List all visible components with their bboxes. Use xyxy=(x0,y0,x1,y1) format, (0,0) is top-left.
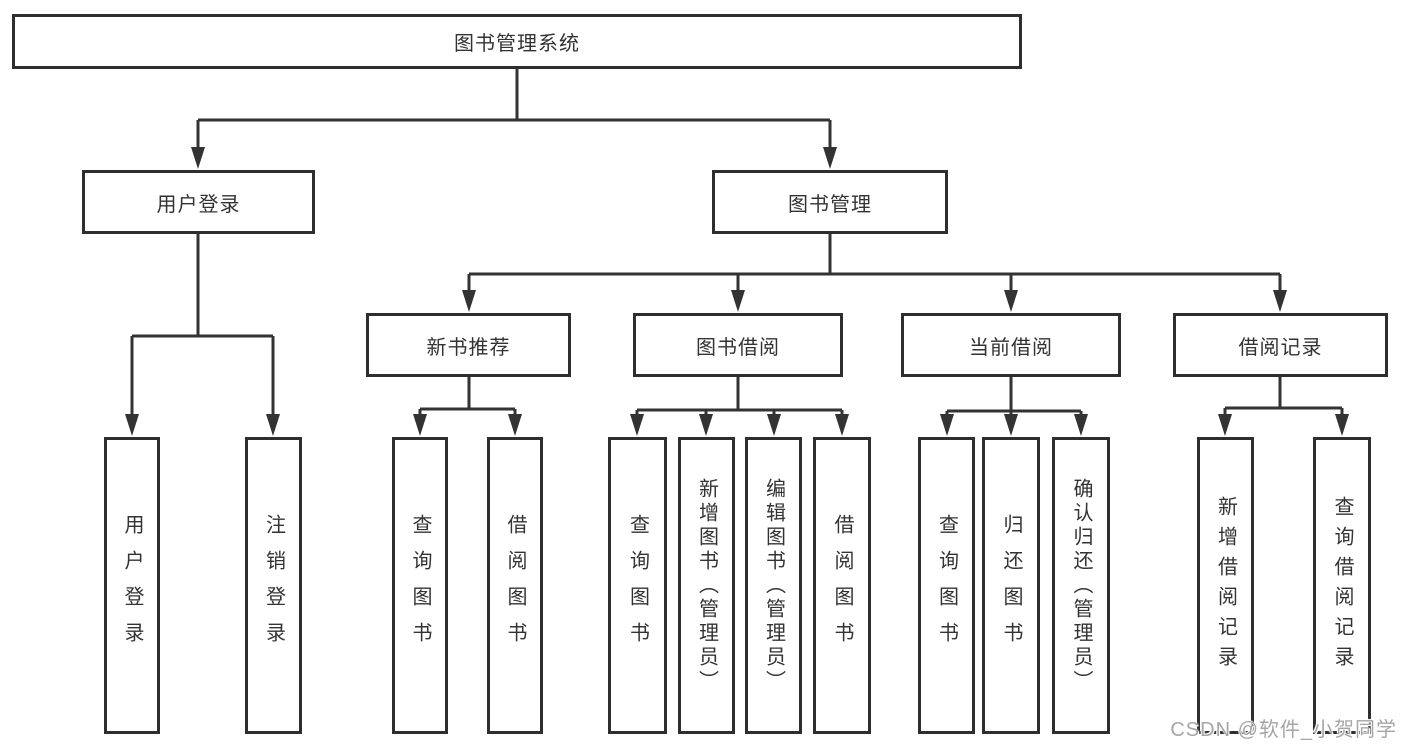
node-current-borrowing: 当前借阅 xyxy=(901,313,1121,377)
node-book-management-label: 图书管理 xyxy=(788,193,872,216)
leaf-query-books-recommend: 查询图书 xyxy=(392,437,448,734)
leaf-query-books-current: 查询图书 xyxy=(918,437,975,734)
leaf-user-login-label: 用户登录 xyxy=(121,513,143,658)
node-user-login-label: 用户登录 xyxy=(156,193,241,216)
node-book-borrowing: 图书借阅 xyxy=(633,313,843,377)
leaf-borrow-books-label: 借阅图书 xyxy=(831,513,853,658)
leaf-query-borrow-record-label: 查询借阅记录 xyxy=(1331,495,1353,676)
leaf-confirm-return-admin: 确认归还（管理员） xyxy=(1052,437,1110,734)
node-book-borrowing-label: 图书借阅 xyxy=(696,336,780,359)
leaf-borrow-books: 借阅图书 xyxy=(813,437,871,734)
leaf-logout-label: 注销登录 xyxy=(262,513,285,658)
leaf-add-books-admin-label: 新增图书（管理员） xyxy=(695,477,718,694)
leaf-borrow-books-recommend-label: 借阅图书 xyxy=(504,513,526,658)
node-new-book-recommend: 新书推荐 xyxy=(366,313,571,377)
leaf-user-login: 用户登录 xyxy=(104,437,160,734)
arrowheads xyxy=(125,147,1349,436)
leaf-borrow-books-recommend: 借阅图书 xyxy=(487,437,543,734)
node-current-borrowing-label: 当前借阅 xyxy=(969,336,1053,359)
leaf-logout: 注销登录 xyxy=(245,437,302,734)
leaf-add-books-admin: 新增图书（管理员） xyxy=(678,437,735,734)
node-root-label: 图书管理系统 xyxy=(454,33,580,55)
node-book-management: 图书管理 xyxy=(712,170,948,234)
node-user-login: 用户登录 xyxy=(82,170,315,234)
leaf-confirm-return-admin-label: 确认归还（管理员） xyxy=(1070,477,1092,694)
leaf-add-borrow-record-label: 新增借阅记录 xyxy=(1214,495,1237,676)
leaf-query-books-current-label: 查询图书 xyxy=(935,513,958,658)
node-root: 图书管理系统 xyxy=(12,14,1022,69)
leaf-return-books-label: 归还图书 xyxy=(1000,513,1022,658)
csdn-watermark: CSDN @软件_小贺同学 xyxy=(1170,719,1397,741)
node-new-book-recommend-label: 新书推荐 xyxy=(426,336,511,359)
leaf-edit-books-admin: 编辑图书（管理员） xyxy=(745,437,802,734)
leaf-add-borrow-record: 新增借阅记录 xyxy=(1197,437,1254,734)
node-borrowing-records: 借阅记录 xyxy=(1173,313,1388,377)
node-borrowing-records-label: 借阅记录 xyxy=(1238,336,1323,359)
leaf-query-books-borrowing: 查询图书 xyxy=(608,437,667,734)
leaf-query-books-recommend-label: 查询图书 xyxy=(409,513,431,658)
leaf-query-books-borrowing-label: 查询图书 xyxy=(626,513,649,658)
leaf-return-books: 归还图书 xyxy=(982,437,1040,734)
leaf-edit-books-admin-label: 编辑图书（管理员） xyxy=(762,477,785,694)
leaf-query-borrow-record: 查询借阅记录 xyxy=(1313,437,1371,734)
